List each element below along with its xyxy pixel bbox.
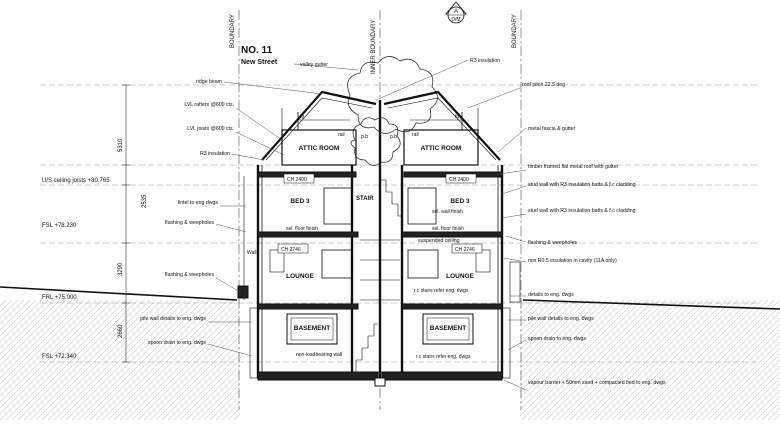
note-stud-wall-2: stud wall with R3 insulation batts & f.c… bbox=[528, 208, 636, 214]
note-pile-wall-right: pile wall details to eng. dwgs bbox=[528, 316, 594, 322]
note-lvl-joists: LVL joists @600 cts. bbox=[187, 126, 234, 132]
boundary-label-right: BOUNDARY bbox=[512, 14, 518, 48]
note-pile-wall-left: pile wall details to eng. dwgs bbox=[140, 316, 206, 322]
boundary-label-inner: INNER BOUNDARY bbox=[371, 20, 377, 74]
ch-lounge-left: CH 2746 bbox=[281, 247, 301, 253]
project-street: New Street bbox=[241, 59, 278, 66]
note-flashing-lower: flashing & weepholes bbox=[165, 272, 214, 278]
ground-hatch-right bbox=[520, 300, 780, 420]
note-suspended-ceiling: suspended ceiling bbox=[418, 238, 460, 244]
note-valley-gutter: valley gutter bbox=[300, 62, 328, 68]
room-lounge-right: LOUNGE bbox=[446, 273, 474, 280]
note-lvl-rafters: LVL rafters @600 cts. bbox=[184, 102, 234, 108]
natural-ground-line-right bbox=[522, 299, 780, 310]
room-basement-right: BASEMENT bbox=[430, 325, 467, 332]
dim-3290: 3290 bbox=[118, 262, 124, 276]
note-spoon-drain-right: spoon drain to eng. dwgs bbox=[528, 336, 586, 342]
room-bed-left: BED 3 bbox=[290, 198, 310, 205]
level-fsl-upper: FSL +78.230 bbox=[42, 223, 77, 229]
note-wall-finish-right: sel. wall finish bbox=[432, 209, 463, 215]
note-roof-pitch: roof pitch 22.5 deg bbox=[522, 82, 565, 88]
note-flashing-upper: flashing & weepholes bbox=[165, 220, 214, 226]
room-attic-left: ATTIC ROOM bbox=[299, 145, 340, 152]
natural-ground-line-left bbox=[0, 286, 238, 301]
note-wall: Wall bbox=[247, 250, 257, 256]
level-fsl-lower: FSL +72.340 bbox=[42, 354, 77, 360]
room-attic-right: ATTIC ROOM bbox=[421, 145, 462, 152]
room-lounge-left: LOUNGE bbox=[286, 273, 314, 280]
tag-pb-right: p.b bbox=[390, 134, 397, 140]
note-floor-finish-left: sel. floor finish bbox=[286, 226, 318, 232]
note-r3-insulation-right: R3 insulation bbox=[470, 58, 500, 64]
note-details: details to eng. dwgs bbox=[528, 292, 574, 298]
note-non-loadbearing: non-loadbearing wall bbox=[296, 352, 342, 358]
room-basement-left: BASEMENT bbox=[294, 325, 331, 332]
right-notes: R3 insulation roof pitch 22.5 deg metal … bbox=[470, 58, 666, 386]
note-ridge-beam: ridge beam bbox=[196, 79, 222, 85]
dim-2660: 2660 bbox=[118, 324, 124, 338]
note-min-insulation: min R0.5 insulation in cavity (11A only) bbox=[528, 258, 617, 264]
leader-lines bbox=[207, 59, 527, 391]
level-frl: FRL +75.000 bbox=[42, 295, 77, 301]
ground-hatch-left bbox=[0, 300, 240, 420]
level-uscj: U/S ceiling joists +80.765 bbox=[42, 178, 110, 184]
note-vapour-barrier: vapour barrier + 50mm sand + compacted b… bbox=[528, 380, 666, 386]
note-spoon-drain-left: spoon drain to eng. dwgs bbox=[148, 340, 206, 346]
ch-bed-right: CH 2400 bbox=[449, 177, 469, 183]
right-unit bbox=[381, 90, 521, 381]
room-bed-right: BED 3 bbox=[450, 198, 470, 205]
section-marker: A D/M bbox=[445, 1, 467, 24]
small-tags: fg fg rail rail p.b p.b bbox=[300, 114, 459, 140]
dimension-chain bbox=[122, 84, 130, 363]
tree-cloud-bottom bbox=[350, 117, 401, 166]
ch-lounge-right: CH 2746 bbox=[455, 247, 475, 253]
ceiling-height-tags: CH 2400 CH 2400 CH 2746 CH 2746 bbox=[277, 173, 483, 254]
note-stud-wall-1: stud wall with R3 insulation batts & f.c… bbox=[528, 182, 636, 188]
tag-fg-right: fg bbox=[455, 114, 459, 120]
project-number: NO. 11 bbox=[241, 45, 273, 56]
level-lines bbox=[40, 84, 760, 363]
note-flat-roof: timber framed flat metal roof with gutte… bbox=[528, 164, 619, 170]
room-labels: ATTIC ROOM ATTIC ROOM BED 3 BED 3 LOUNGE… bbox=[286, 145, 474, 332]
boundary-label-left: BOUNDARY bbox=[230, 14, 236, 48]
section-marker-letter: A bbox=[454, 9, 458, 15]
stair-label: STAIR bbox=[356, 196, 374, 202]
dim-5310: 5310 bbox=[118, 138, 124, 152]
dim-2535: 2535 bbox=[142, 194, 148, 208]
note-r3-insulation-left: R3 insulation bbox=[200, 151, 230, 157]
note-lintel: lintel to eng dwgs bbox=[178, 200, 218, 206]
note-stairs-left: r.c stairs refer eng. dwgs bbox=[414, 288, 469, 294]
section-marker-sub: D/M bbox=[451, 17, 460, 23]
note-metal-fascia: metal fascia & gutter bbox=[528, 126, 576, 132]
tag-rail-left: rail bbox=[338, 132, 345, 138]
tag-fg-left: fg bbox=[300, 114, 304, 120]
left-notes: ridge beam LVL rafters @600 cts. LVL joi… bbox=[140, 79, 234, 346]
ch-bed-left: CH 2400 bbox=[287, 177, 307, 183]
tree-cloud-top bbox=[347, 56, 438, 134]
left-unit bbox=[237, 90, 379, 381]
note-floor-finish-right: sel. floor finish bbox=[432, 226, 464, 232]
tag-pb-left: p.b bbox=[361, 134, 368, 140]
tag-rail-right: rail bbox=[412, 132, 419, 138]
note-flashing-right: flashing & weepholes bbox=[528, 240, 577, 246]
note-stairs-right: r.c stairs refer eng. dwgs bbox=[416, 354, 471, 360]
